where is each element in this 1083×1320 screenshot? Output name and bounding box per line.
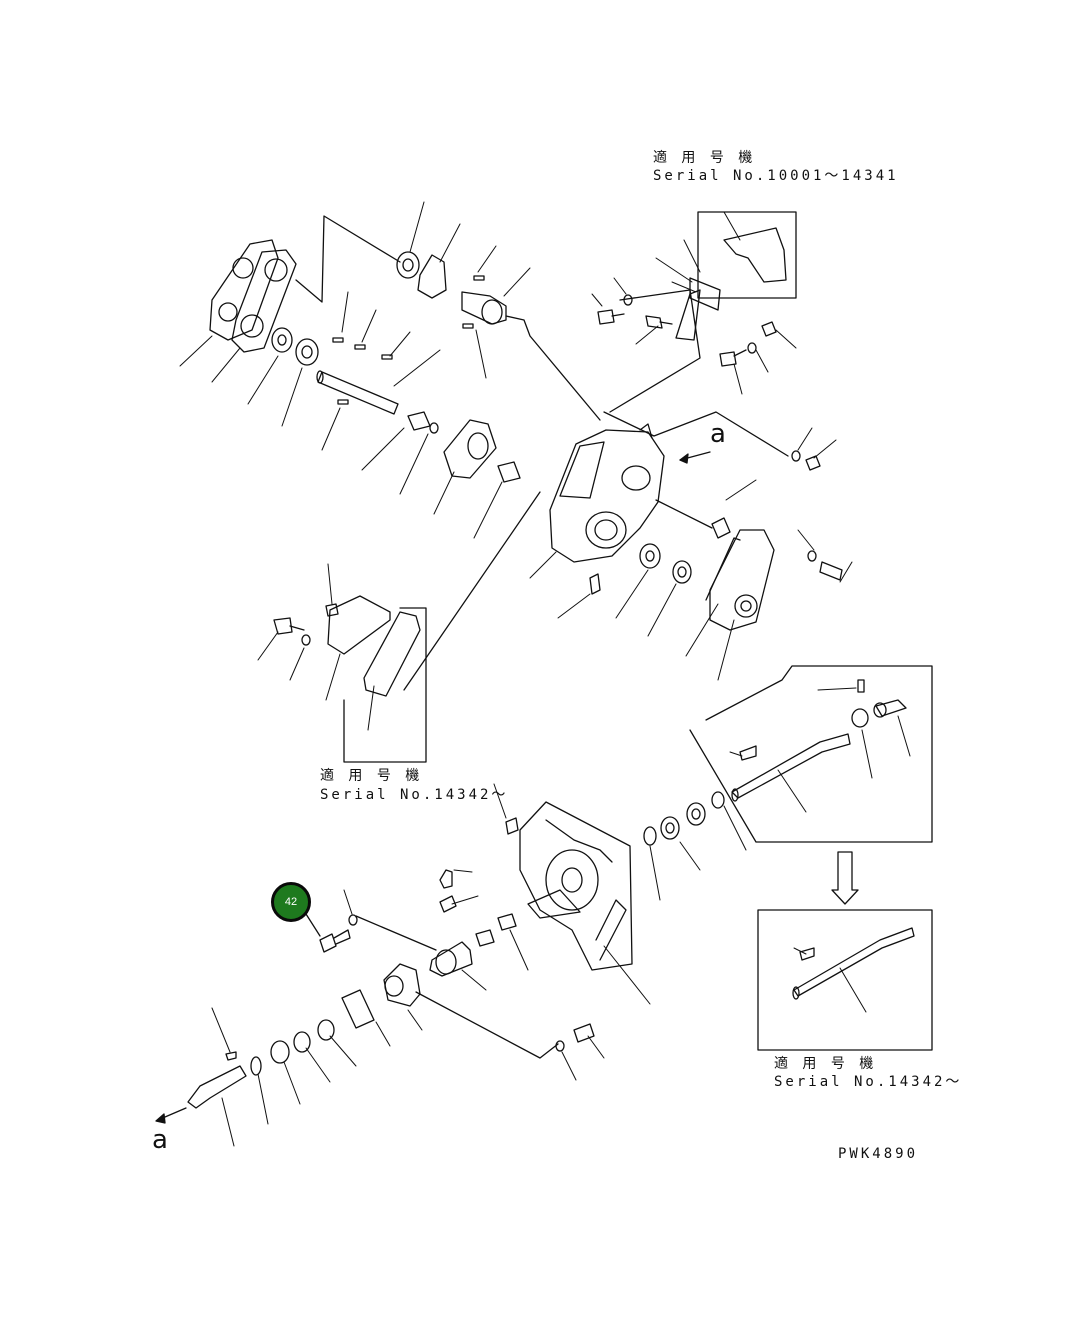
serial-c-jp-label: 適 用 号 機 [774,1056,877,1072]
leader-case-bolts [603,411,789,457]
key-pins [332,275,485,405]
shaft-collar [851,708,869,728]
drawing-code-label: PWK4890 [838,1146,919,1162]
flange-coupling [429,941,473,977]
leader-bracket [609,289,701,413]
fan-housing [519,801,633,971]
bushing-1 [407,411,431,431]
bushing-lower-1 [475,929,495,947]
bushing-lower-2 [497,913,517,931]
part-callout-42-number: 42 [284,896,298,908]
mid-cover-plate [327,595,391,655]
snap-ring-2 [711,791,725,809]
bolt-42-shank [333,929,351,945]
grease-fitting [589,573,601,595]
serial-c-en-label: Serial No.14342～ [774,1074,963,1090]
callout-leaders [179,201,911,1147]
serial-a-en-label: Serial No.10001～14341 [653,168,899,184]
cover-plate-small [689,277,721,311]
main-gear-case [549,423,665,563]
serial-box-c [757,909,933,1051]
bolt-42-head [319,933,337,953]
bearing-right-1 [639,543,661,569]
serial-box-b [343,607,427,763]
leader-housing-bolt [415,991,559,1059]
snap-ring-3 [250,1056,262,1076]
mid-gasket [363,611,421,697]
upper-right-cover [723,227,787,283]
stud-bolt [439,869,453,889]
bracket [675,289,701,341]
bearing-lower-1 [660,816,680,840]
serial-b-en-label: Serial No.14342～ [320,787,509,803]
output-shaft [731,733,851,799]
nut-housing [505,817,519,835]
snap-ring-1 [643,826,657,846]
leader-pinion-to-case [505,315,601,421]
bearing-lower-4 [293,1031,311,1053]
nut-flange [439,895,457,913]
left-cover-plate [231,249,297,353]
serial-box-a [697,211,797,299]
housing-bolt [573,1023,595,1043]
arrow-down [831,851,859,905]
right-cover-plate [709,529,775,631]
view-a-top-label: a [710,419,726,449]
serial-box-shaft [689,665,933,843]
bearing-left-1 [271,327,293,353]
bearing-housing [383,963,421,1007]
bevel-pinion-shaft [461,291,507,325]
serial-b-jp-label: 適 用 号 機 [320,768,423,784]
right-gasket [705,537,741,601]
leader-42 [305,913,321,937]
bevel-gear [417,254,447,299]
leader-cover-to-bearing [295,215,401,303]
leader-bolt-to-flange [355,915,437,951]
input-shaft [187,1065,247,1109]
left-gasket-plate [209,239,279,341]
output-shaft-alt [793,927,915,997]
washer-42 [348,914,358,926]
bearing-right-2 [672,560,692,584]
nut-right [711,517,731,539]
long-shaft [317,371,399,415]
bearing-lower-3 [317,1019,335,1041]
mid-bolt [273,617,293,635]
upper-bearing [396,251,420,279]
bushing-2 [497,461,521,483]
leader-mid-to-case [403,491,541,691]
bearing-left-2 [295,338,319,366]
bearing-lower-2 [686,802,706,826]
serial-a-jp-label: 適 用 号 機 [653,150,756,166]
view-a-bottom-label: a [152,1125,168,1155]
bolts-top-right [597,294,821,471]
shaft-end-plug [875,699,907,717]
bearing-lower-5 [270,1040,290,1064]
part-callout-42-button[interactable]: 42 [271,882,311,922]
lower-gasket [341,989,375,1029]
leader-case-cover [655,499,713,529]
